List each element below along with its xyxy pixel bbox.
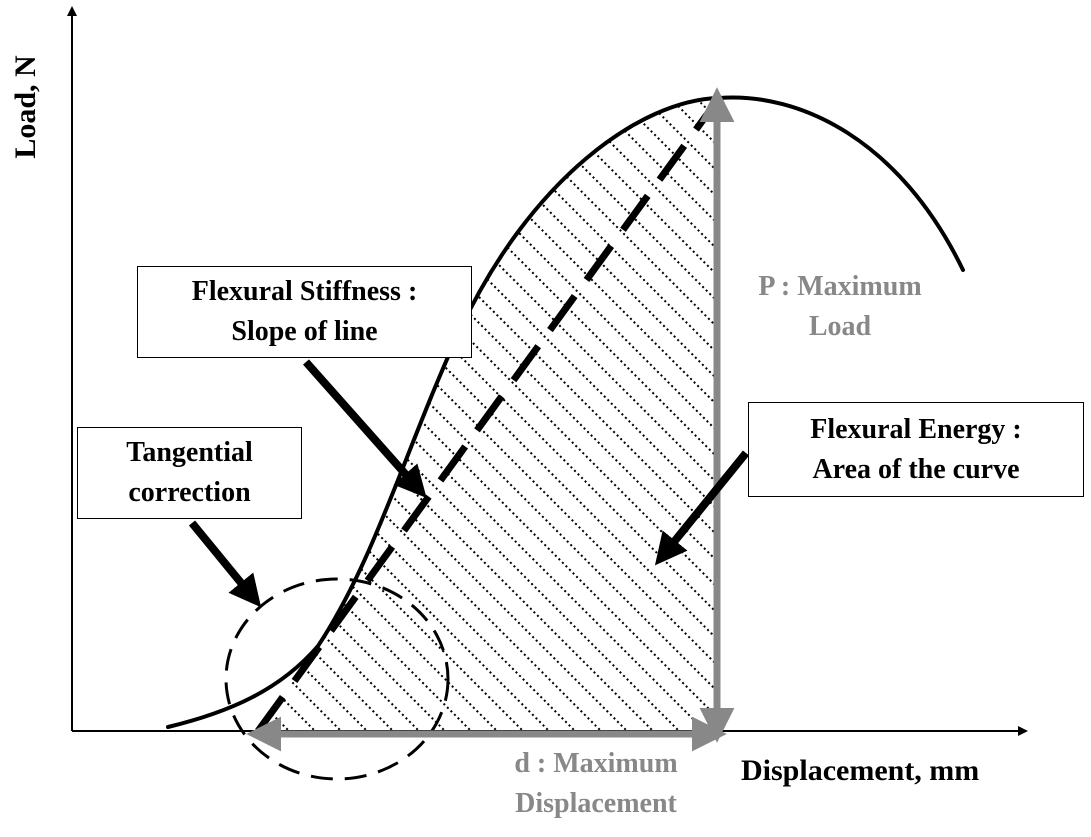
hatch-line [258, 98, 578, 731]
hatch-line [258, 98, 396, 731]
x-axis-label: Displacement, mm [741, 754, 980, 787]
hatch-line [258, 98, 344, 731]
max-load-label-line2: Load [808, 311, 872, 342]
hatch-line [258, 98, 630, 731]
hatch-line [258, 98, 370, 731]
hatch-line [258, 98, 604, 731]
hatch-line [258, 98, 448, 731]
hatch-line [258, 98, 719, 731]
flexural-stiffness-title: Flexural Stiffness : [191, 276, 418, 307]
tangential-correction-line1: Tangential [126, 437, 253, 468]
load-displacement-curve [166, 95, 965, 729]
hatch-line [258, 98, 719, 731]
tangential-pointer-arrow [188, 520, 262, 608]
max-load-label-line1: P : Maximum [758, 271, 922, 302]
hatch-line [258, 98, 719, 731]
hatch-line [258, 98, 526, 731]
hatch-line [258, 98, 719, 731]
flexural-stiffness-callout: Flexural Stiffness : Slope of line [137, 266, 472, 358]
hatch-line [258, 98, 719, 731]
hatch-line [259, 98, 719, 731]
hatch-line [258, 98, 719, 731]
hatch-line [258, 98, 719, 731]
hatch-line [258, 98, 719, 731]
hatch-line [258, 98, 719, 731]
tangential-correction-line2: correction [128, 477, 251, 508]
flexural-energy-callout: Flexural Energy : Area of the curve [748, 402, 1084, 497]
hatch-line [258, 98, 719, 731]
hatch-line [258, 98, 682, 731]
hatch-line [258, 98, 474, 731]
flexural-stiffness-desc: Slope of line [231, 316, 378, 347]
hatch-line [258, 98, 552, 731]
hatch-line [258, 98, 656, 731]
hatch-line [258, 98, 719, 731]
flexural-energy-title: Flexural Energy : [810, 413, 1022, 445]
max-displacement-label-line1: d : Maximum [514, 748, 678, 779]
tangential-correction-ellipse [224, 577, 450, 781]
hatch-line [258, 98, 719, 731]
y-axis-label: Load, N [9, 55, 42, 159]
max-displacement-label: d : Maximum Displacement [476, 744, 716, 824]
energy-pointer-arrow [654, 450, 750, 566]
hatch-line [258, 98, 719, 731]
hatch-line [258, 98, 500, 731]
max-load-label: P : Maximum Load [720, 267, 960, 347]
hatch-line [258, 98, 719, 731]
stiffness-tangent-line [255, 95, 722, 734]
stiffness-pointer-arrow [303, 359, 427, 498]
tangential-correction-callout: Tangential correction [77, 427, 302, 519]
flexural-energy-desc: Area of the curve [812, 453, 1020, 485]
max-displacement-label-line2: Displacement [515, 788, 677, 819]
